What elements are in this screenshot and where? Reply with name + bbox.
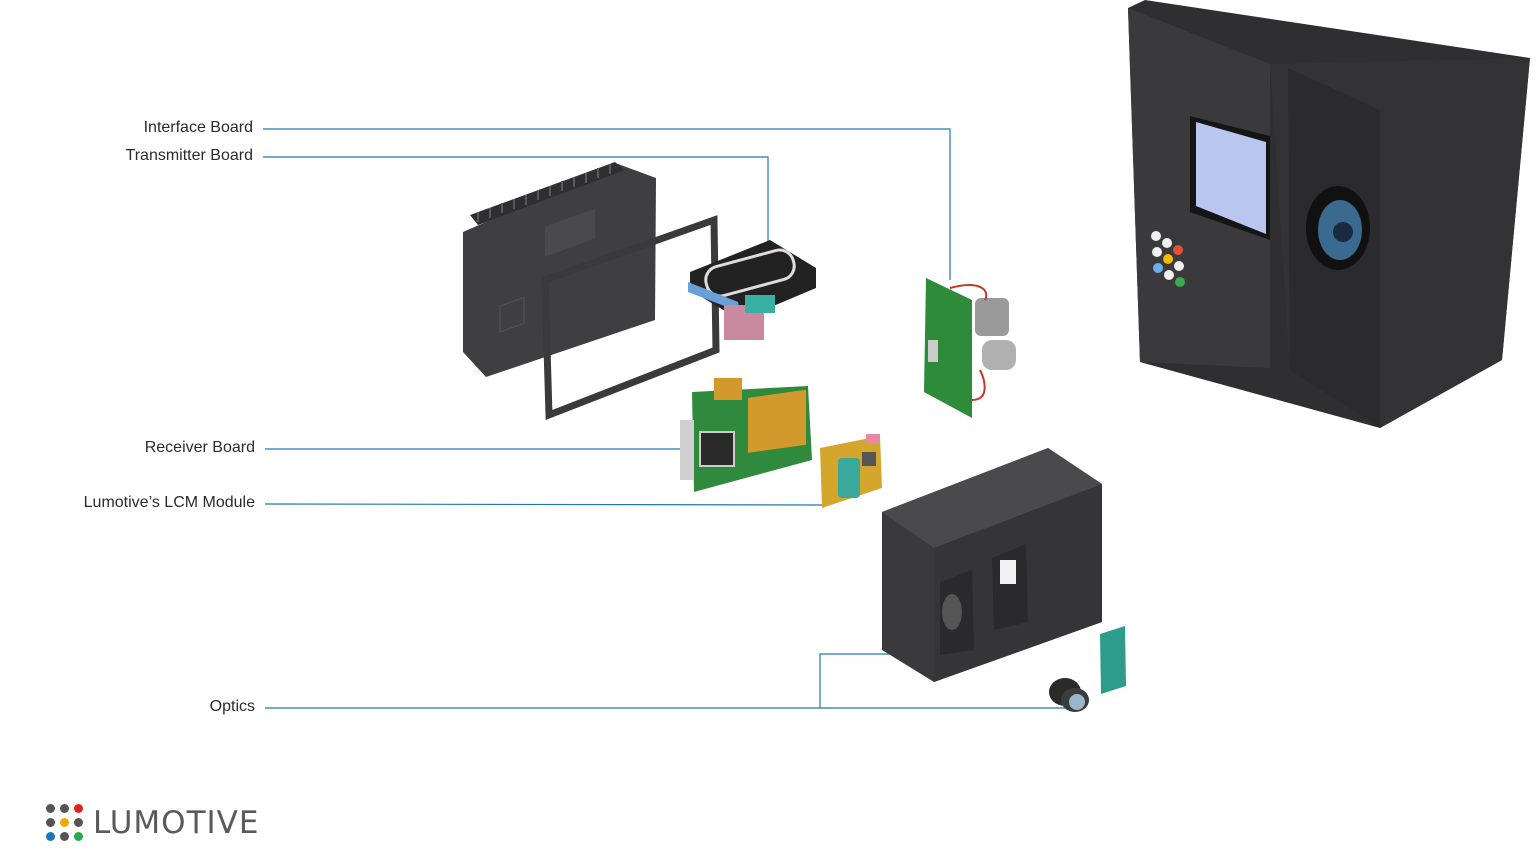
receiver-board-icon <box>680 378 812 492</box>
logo-dot <box>46 832 55 841</box>
interface-board-icon <box>924 278 1016 418</box>
assembled-device-icon <box>1128 0 1530 428</box>
label-interface-board: Interface Board <box>143 119 253 136</box>
lens-icon <box>1049 678 1089 712</box>
leader-lines <box>263 128 1065 709</box>
label-lcm-module: Lumotive’s LCM Module <box>83 494 255 511</box>
interface-board-leader <box>263 128 951 280</box>
label-optics: Optics <box>209 698 255 715</box>
logo-text: LUMOTIVE <box>93 804 260 841</box>
lcm-module-icon <box>820 434 882 508</box>
gasket-icon <box>541 215 720 421</box>
lcm-module-leader <box>264 503 826 506</box>
transmitter-board-icon <box>688 240 816 340</box>
label-transmitter-board: Transmitter Board <box>125 147 253 164</box>
logo-dot <box>74 804 83 813</box>
logo-dots-icon <box>46 804 83 841</box>
enclosure-front-icon <box>463 162 656 377</box>
logo-dot <box>74 832 83 841</box>
logo-dot <box>60 832 69 841</box>
optics-housing-icon <box>882 448 1102 682</box>
filter-icon <box>1100 626 1126 694</box>
optics-branch-leader <box>819 653 895 708</box>
logo-dot <box>74 818 83 827</box>
logo-dot <box>46 818 55 827</box>
transmitter-board-leader <box>263 156 769 245</box>
label-receiver-board: Receiver Board <box>144 439 255 456</box>
lumotive-logo: LUMOTIVE <box>46 804 259 841</box>
logo-dot <box>60 804 69 813</box>
logo-dot <box>60 818 69 827</box>
logo-dot <box>46 804 55 813</box>
